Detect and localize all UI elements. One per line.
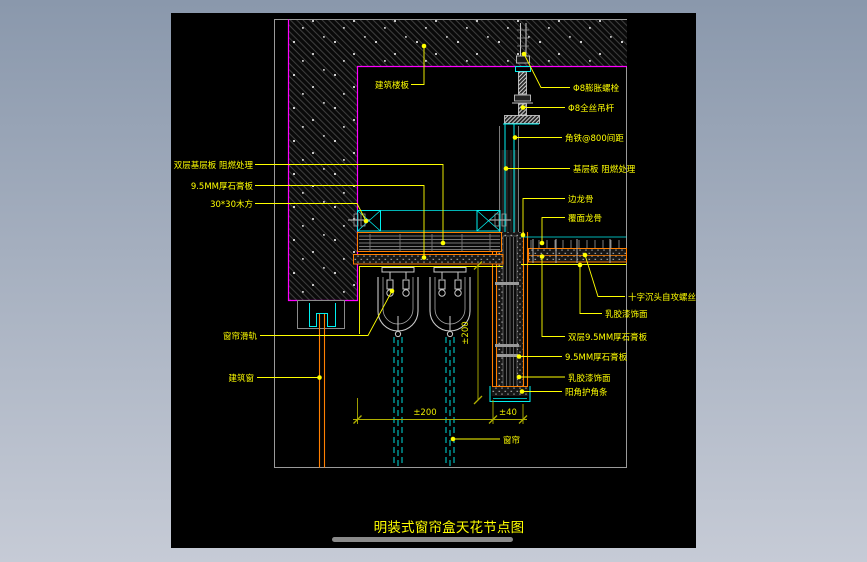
label-wood-block-text: 30*30木方	[210, 199, 253, 210]
label-corner-guard-text: 阳角护角条	[565, 387, 608, 398]
angle-iron-bracket	[504, 115, 540, 124]
label-face-keel-text: 覆面龙骨	[568, 213, 602, 224]
dim-box-offset: ±200	[413, 408, 436, 418]
label-latex-paint-top: 乳胶漆饰面	[577, 262, 648, 320]
label-base-board-fireproof-text: 基层板 阻燃处理	[573, 164, 636, 175]
label-building-slab: 建筑楼板	[375, 43, 427, 91]
label-full-thread-rod-text: Φ8全丝吊杆	[568, 103, 615, 114]
label-curtain-rail: 窗帘滑轨	[223, 288, 395, 342]
cad-drawing[interactable]: ±200 ±40 ±200 建筑楼板 Φ8膨胀螺栓 Φ8全丝吊杆 角铁@800间…	[171, 13, 696, 548]
drawing-canvas[interactable]: ±200 ±40 ±200 建筑楼板 Φ8膨胀螺栓 Φ8全丝吊杆 角铁@800间…	[171, 13, 696, 548]
curtain-lines	[393, 337, 455, 467]
gypsum-band-left	[353, 254, 504, 265]
label-double-base-board: 双层基层板 阻燃处理	[174, 160, 446, 246]
label-double-gypsum: 双层9.5MM厚石膏板	[539, 254, 648, 343]
drawing-title: 明装式窗帘盒天花节点图	[374, 519, 525, 536]
label-curtain: 窗帘	[450, 435, 520, 446]
label-full-thread-rod: Φ8全丝吊杆	[520, 103, 615, 114]
label-curtain-text: 窗帘	[503, 435, 520, 446]
label-curtain-rail-text: 窗帘滑轨	[223, 331, 258, 342]
curtain-track-left	[377, 267, 419, 338]
label-face-keel: 覆面龙骨	[539, 213, 602, 246]
curtain-track-right	[429, 267, 471, 338]
label-double-base-board-text: 双层基层板 阻燃处理	[174, 160, 254, 171]
label-base-board-fireproof: 基层板 阻燃处理	[503, 164, 636, 175]
label-corner-guard: 阳角护角条	[519, 387, 608, 398]
label-latex-paint-bottom: 乳胶漆饰面	[516, 373, 611, 384]
scrollbar-thumb[interactable]	[332, 537, 513, 542]
label-double-gypsum-text: 双层9.5MM厚石膏板	[568, 332, 648, 343]
concrete-slab-and-wall	[287, 19, 627, 302]
dimension-vertical: ±200	[461, 261, 483, 405]
label-gypsum-right: 9.5MM厚石膏板	[516, 352, 628, 363]
wall-outline	[287, 19, 627, 302]
label-building-window-text: 建筑窗	[228, 373, 254, 384]
curtain-box-column	[489, 124, 531, 402]
building-window-line	[318, 314, 326, 468]
label-edge-keel: 边龙骨	[520, 194, 594, 238]
annotations: 建筑楼板 Φ8膨胀螺栓 Φ8全丝吊杆 角铁@800间距 基层板 阻燃处理 边龙骨…	[174, 43, 696, 446]
label-gypsum-left: 9.5MM厚石膏板	[191, 181, 427, 260]
label-gypsum-right-text: 9.5MM厚石膏板	[565, 352, 628, 363]
label-expansion-bolt: Φ8膨胀螺栓	[521, 51, 620, 94]
label-latex-paint-bottom-text: 乳胶漆饰面	[568, 373, 611, 384]
ceiling-left	[348, 210, 511, 334]
label-edge-keel-text: 边龙骨	[568, 194, 594, 205]
label-angle-iron: 角铁@800间距	[512, 133, 624, 144]
dim-box-height: ±200	[461, 321, 471, 344]
dim-box-width: ±40	[499, 408, 517, 418]
corner-guard-shape	[489, 386, 531, 402]
label-latex-paint-top-text: 乳胶漆饰面	[605, 309, 648, 320]
window-frame	[297, 300, 345, 468]
label-building-slab-text: 建筑楼板	[375, 80, 410, 91]
label-wood-block: 30*30木方	[210, 199, 369, 224]
label-angle-iron-text: 角铁@800间距	[565, 133, 624, 144]
label-building-window: 建筑窗	[228, 373, 322, 384]
dimension-horizontal: ±200 ±40	[353, 398, 528, 424]
base-board-band	[357, 232, 502, 252]
label-expansion-bolt-text: Φ8膨胀螺栓	[573, 83, 620, 94]
label-gypsum-left-text: 9.5MM厚石膏板	[191, 181, 254, 192]
viewport-border	[274, 19, 627, 468]
threaded-rod	[518, 71, 527, 95]
ceiling-right	[521, 236, 627, 265]
label-self-tapping-screw: 十字沉头自攻螺丝	[582, 252, 696, 303]
label-self-tapping-screw-text: 十字沉头自攻螺丝	[628, 292, 696, 303]
expansion-bolt-shape	[520, 23, 527, 62]
